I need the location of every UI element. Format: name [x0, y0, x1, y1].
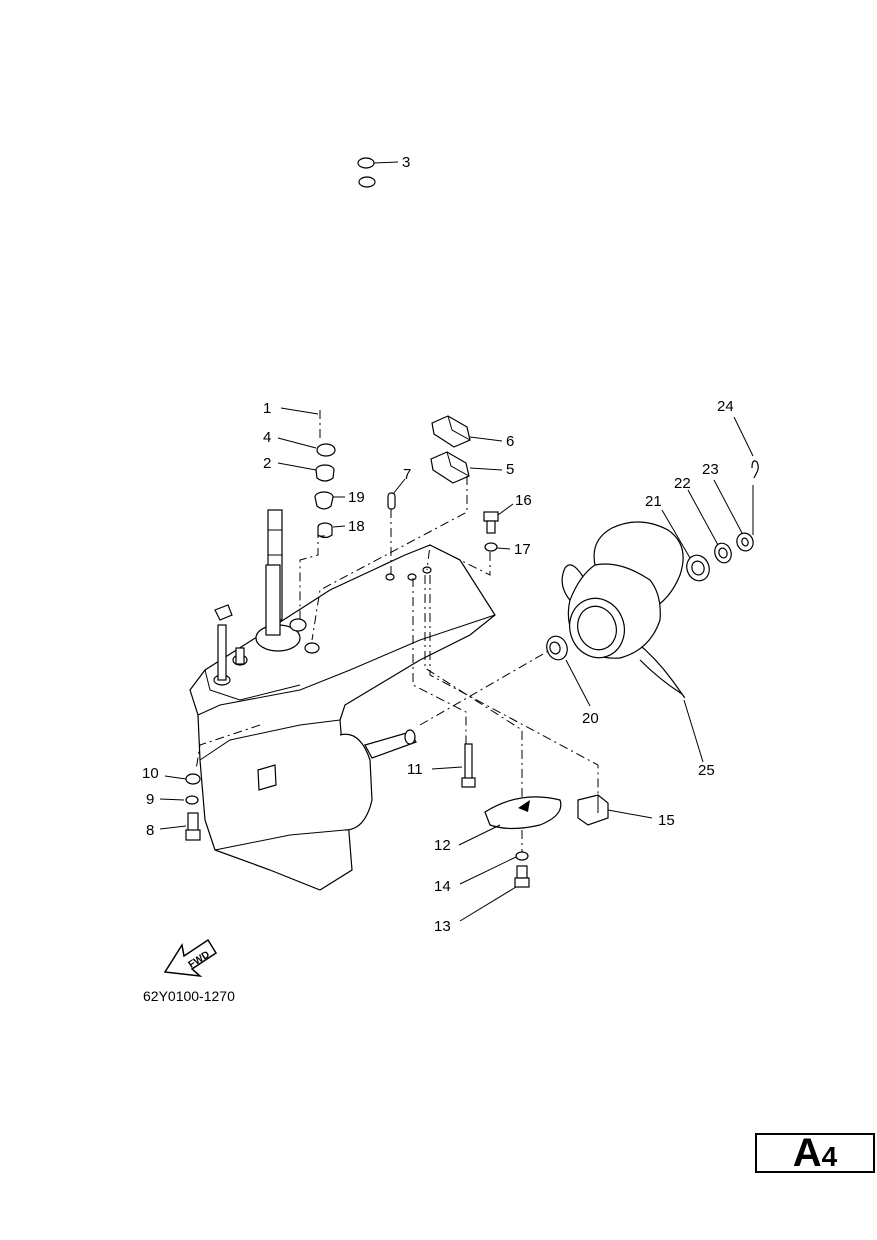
part-12-trim-tab-anode — [484, 796, 562, 830]
page-badge-letter: A — [792, 1131, 822, 1175]
callout-18: 18 — [348, 518, 365, 535]
callout-labels: 1 2 3 4 5 6 7 8 9 10 11 12 13 14 15 16 1… — [142, 154, 734, 935]
lower-casing — [189, 509, 496, 891]
callout-6: 6 — [506, 433, 514, 450]
part-2-grommet — [315, 464, 335, 482]
alignment-lines — [195, 410, 599, 852]
part-15-anode — [577, 794, 609, 826]
part-7-dowel-pin — [387, 492, 396, 510]
part-20-thrust-washer — [546, 635, 568, 661]
part-10-washer — [185, 773, 201, 785]
part-6-shim — [431, 415, 471, 448]
callout-22: 22 — [674, 475, 691, 492]
part-13-bolt — [514, 865, 530, 888]
callout-9: 9 — [146, 791, 154, 808]
part-5-shim — [430, 451, 470, 484]
fwd-arrow-icon: FWD — [163, 938, 218, 978]
part-22-washer — [714, 542, 732, 564]
part-14-washer — [515, 851, 529, 861]
callout-15: 15 — [658, 812, 675, 829]
page-badge-number: 4 — [821, 1141, 838, 1172]
part-16-bolt — [483, 511, 499, 534]
callout-19: 19 — [348, 489, 365, 506]
water-tube — [316, 176, 376, 415]
part-25-propeller — [561, 521, 685, 698]
part-19-collar — [314, 491, 334, 510]
callout-2: 2 — [263, 455, 271, 472]
callout-20: 20 — [582, 710, 599, 727]
part-18-bushing — [317, 522, 333, 539]
callout-8: 8 — [146, 822, 154, 839]
callout-12: 12 — [434, 837, 451, 854]
callout-4: 4 — [263, 429, 271, 446]
callout-14: 14 — [434, 878, 451, 895]
part-23-castle-nut — [736, 532, 754, 552]
callout-16: 16 — [515, 492, 532, 509]
part-11-bolt — [461, 743, 476, 788]
callout-10: 10 — [142, 765, 159, 782]
callout-24: 24 — [717, 398, 734, 415]
callout-3: 3 — [402, 154, 410, 171]
part-9-washer — [185, 795, 199, 805]
part-3-grommet — [357, 157, 375, 169]
callout-25: 25 — [698, 762, 715, 779]
part-8-bolt — [185, 812, 201, 841]
callout-13: 13 — [434, 918, 451, 935]
drawing-code: 62Y0100-1270 — [143, 988, 235, 1004]
part-4-seal — [316, 443, 336, 457]
part-21-spacer — [686, 554, 710, 582]
callout-1: 1 — [263, 400, 271, 417]
callout-11: 11 — [407, 761, 423, 778]
callout-21: 21 — [645, 493, 662, 510]
part-24-cotter-pin — [751, 460, 759, 479]
leader-lines — [159, 161, 754, 922]
callout-23: 23 — [702, 461, 719, 478]
callout-17: 17 — [514, 541, 531, 558]
callout-7: 7 — [403, 466, 411, 483]
part-17-washer — [484, 542, 498, 552]
page-badge: A 4 — [755, 1133, 875, 1173]
callout-5: 5 — [506, 461, 514, 478]
